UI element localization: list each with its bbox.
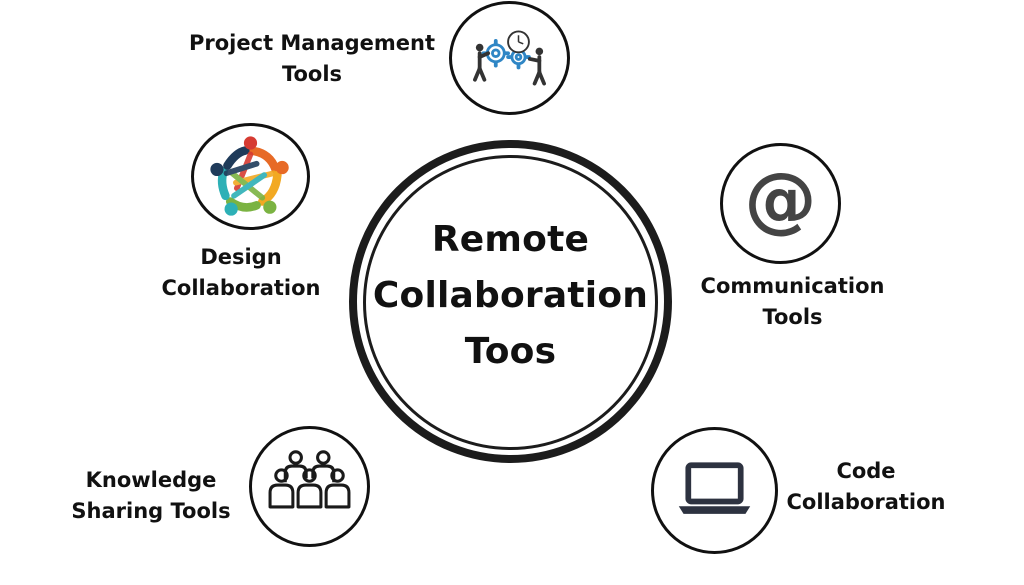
design-collaboration-label-line-2: Collaboration — [161, 276, 321, 300]
design-collaboration-node — [191, 123, 310, 230]
communication-label-line-1: Communication — [700, 274, 885, 298]
design-collaboration-label: Design Collaboration — [155, 242, 327, 304]
knowledge-sharing-node — [249, 426, 370, 547]
svg-text:@: @ — [744, 158, 816, 242]
code-collaboration-label-line-1: Code — [836, 459, 896, 483]
center-title: Remote Collaboration Toos — [363, 212, 658, 380]
gears-people-clock-icon — [473, 30, 546, 86]
code-collaboration-label-line-2: Collaboration — [786, 490, 946, 514]
design-collaboration-label-line-1: Design — [200, 245, 282, 269]
knowledge-sharing-label-line-1: Knowledge — [85, 468, 217, 492]
center-inner-ring — [363, 155, 658, 450]
communication-label: Communication Tools — [690, 271, 895, 333]
laptop-icon — [678, 462, 751, 514]
group-people-icon — [268, 450, 351, 509]
knowledge-sharing-label: Knowledge Sharing Tools — [62, 465, 240, 527]
center-title-line-1: Remote — [431, 219, 590, 260]
project-management-label-line-2: Tools — [281, 62, 343, 86]
at-sign-icon: @ — [744, 158, 816, 242]
knowledge-sharing-label-line-2: Sharing Tools — [71, 499, 231, 523]
team-circle-icon — [210, 136, 289, 216]
project-management-label-line-1: Project Management — [189, 31, 435, 55]
center-outer-ring — [349, 140, 672, 463]
project-management-node — [449, 1, 570, 115]
communication-label-line-2: Tools — [762, 305, 823, 329]
code-collaboration-label: Code Collaboration — [776, 456, 956, 518]
center-title-line-3: Toos — [464, 331, 557, 372]
project-management-label: Project Management Tools — [186, 28, 438, 90]
communication-node: @ — [720, 143, 841, 264]
center-title-line-2: Collaboration — [372, 275, 649, 316]
code-collaboration-node — [651, 427, 778, 554]
